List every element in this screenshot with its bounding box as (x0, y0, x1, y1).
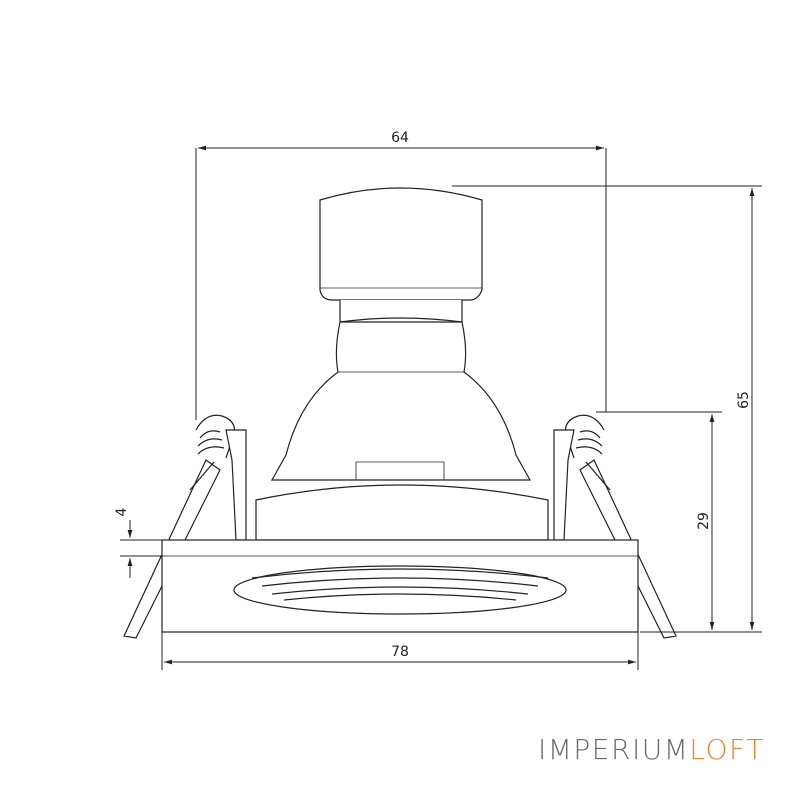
lamp-neck (339, 300, 463, 323)
brand-logo: IMPERIUMLOFT (538, 733, 765, 766)
lamp-base-dome (255, 484, 549, 541)
brand-logo-part1: IMPERIUM (538, 733, 690, 766)
lamp-outline (123, 187, 677, 639)
recess-ring (233, 565, 567, 615)
dim-label-frame-width: 78 (391, 644, 409, 660)
lamp-bulb (270, 321, 532, 481)
dim-label-total-height: 65 (736, 391, 752, 409)
lamp-cap (319, 187, 483, 301)
dim-label-top-width: 64 (391, 130, 409, 146)
brand-logo-part2: LOFT (689, 733, 765, 766)
dim-label-body-height: 29 (696, 512, 712, 530)
dimension-lines (120, 145, 762, 670)
dim-label-frame-thickness: 4 (114, 507, 130, 516)
